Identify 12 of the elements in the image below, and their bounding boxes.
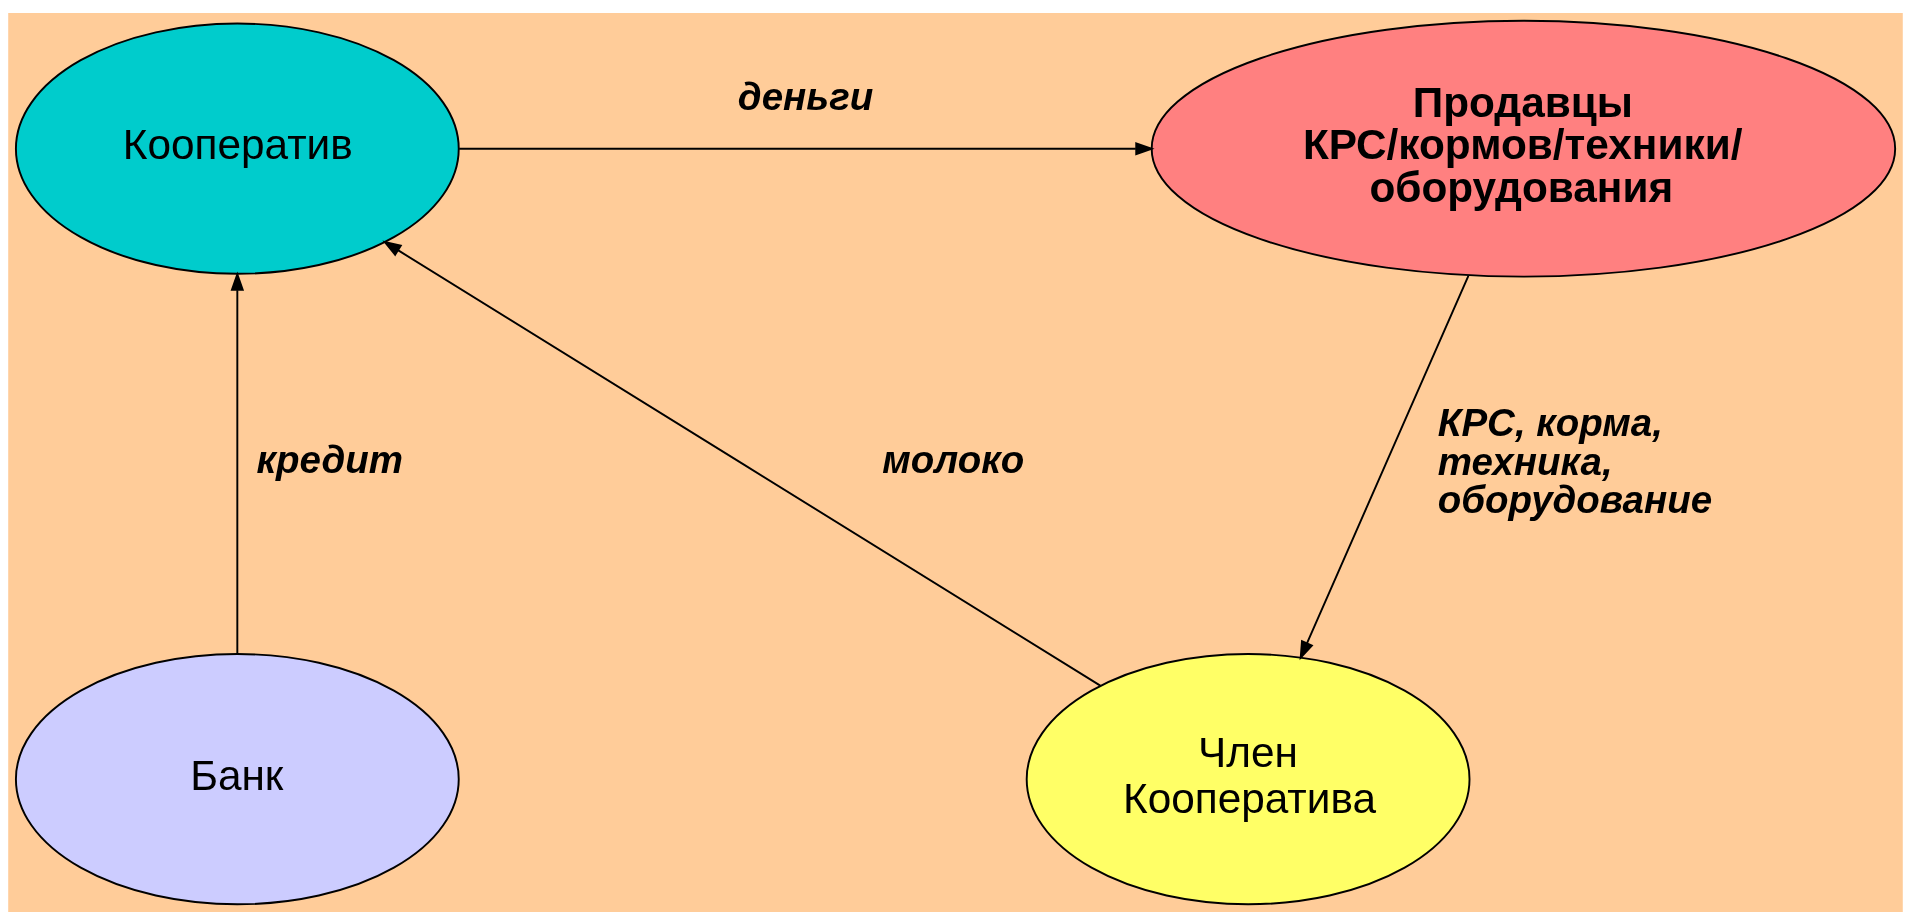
node-ellipse: Банк <box>14 652 460 905</box>
node-ellipse: Кооператив <box>14 22 460 275</box>
node-ellipse: Продавцы КРС/кормов/техники/ оборудования <box>1150 19 1897 278</box>
arrow <box>382 240 1102 687</box>
edge-label: КРС, корма, техника, оборудование <box>1437 400 1713 521</box>
edge-label: деньги <box>737 74 874 118</box>
arrow <box>458 141 1155 155</box>
arrow <box>230 271 245 655</box>
arrow <box>1299 274 1470 660</box>
edge-label: молоко <box>882 437 1025 481</box>
edge-label: кредит <box>256 437 404 481</box>
node-ellipse: Член Кооператива <box>1025 652 1471 905</box>
